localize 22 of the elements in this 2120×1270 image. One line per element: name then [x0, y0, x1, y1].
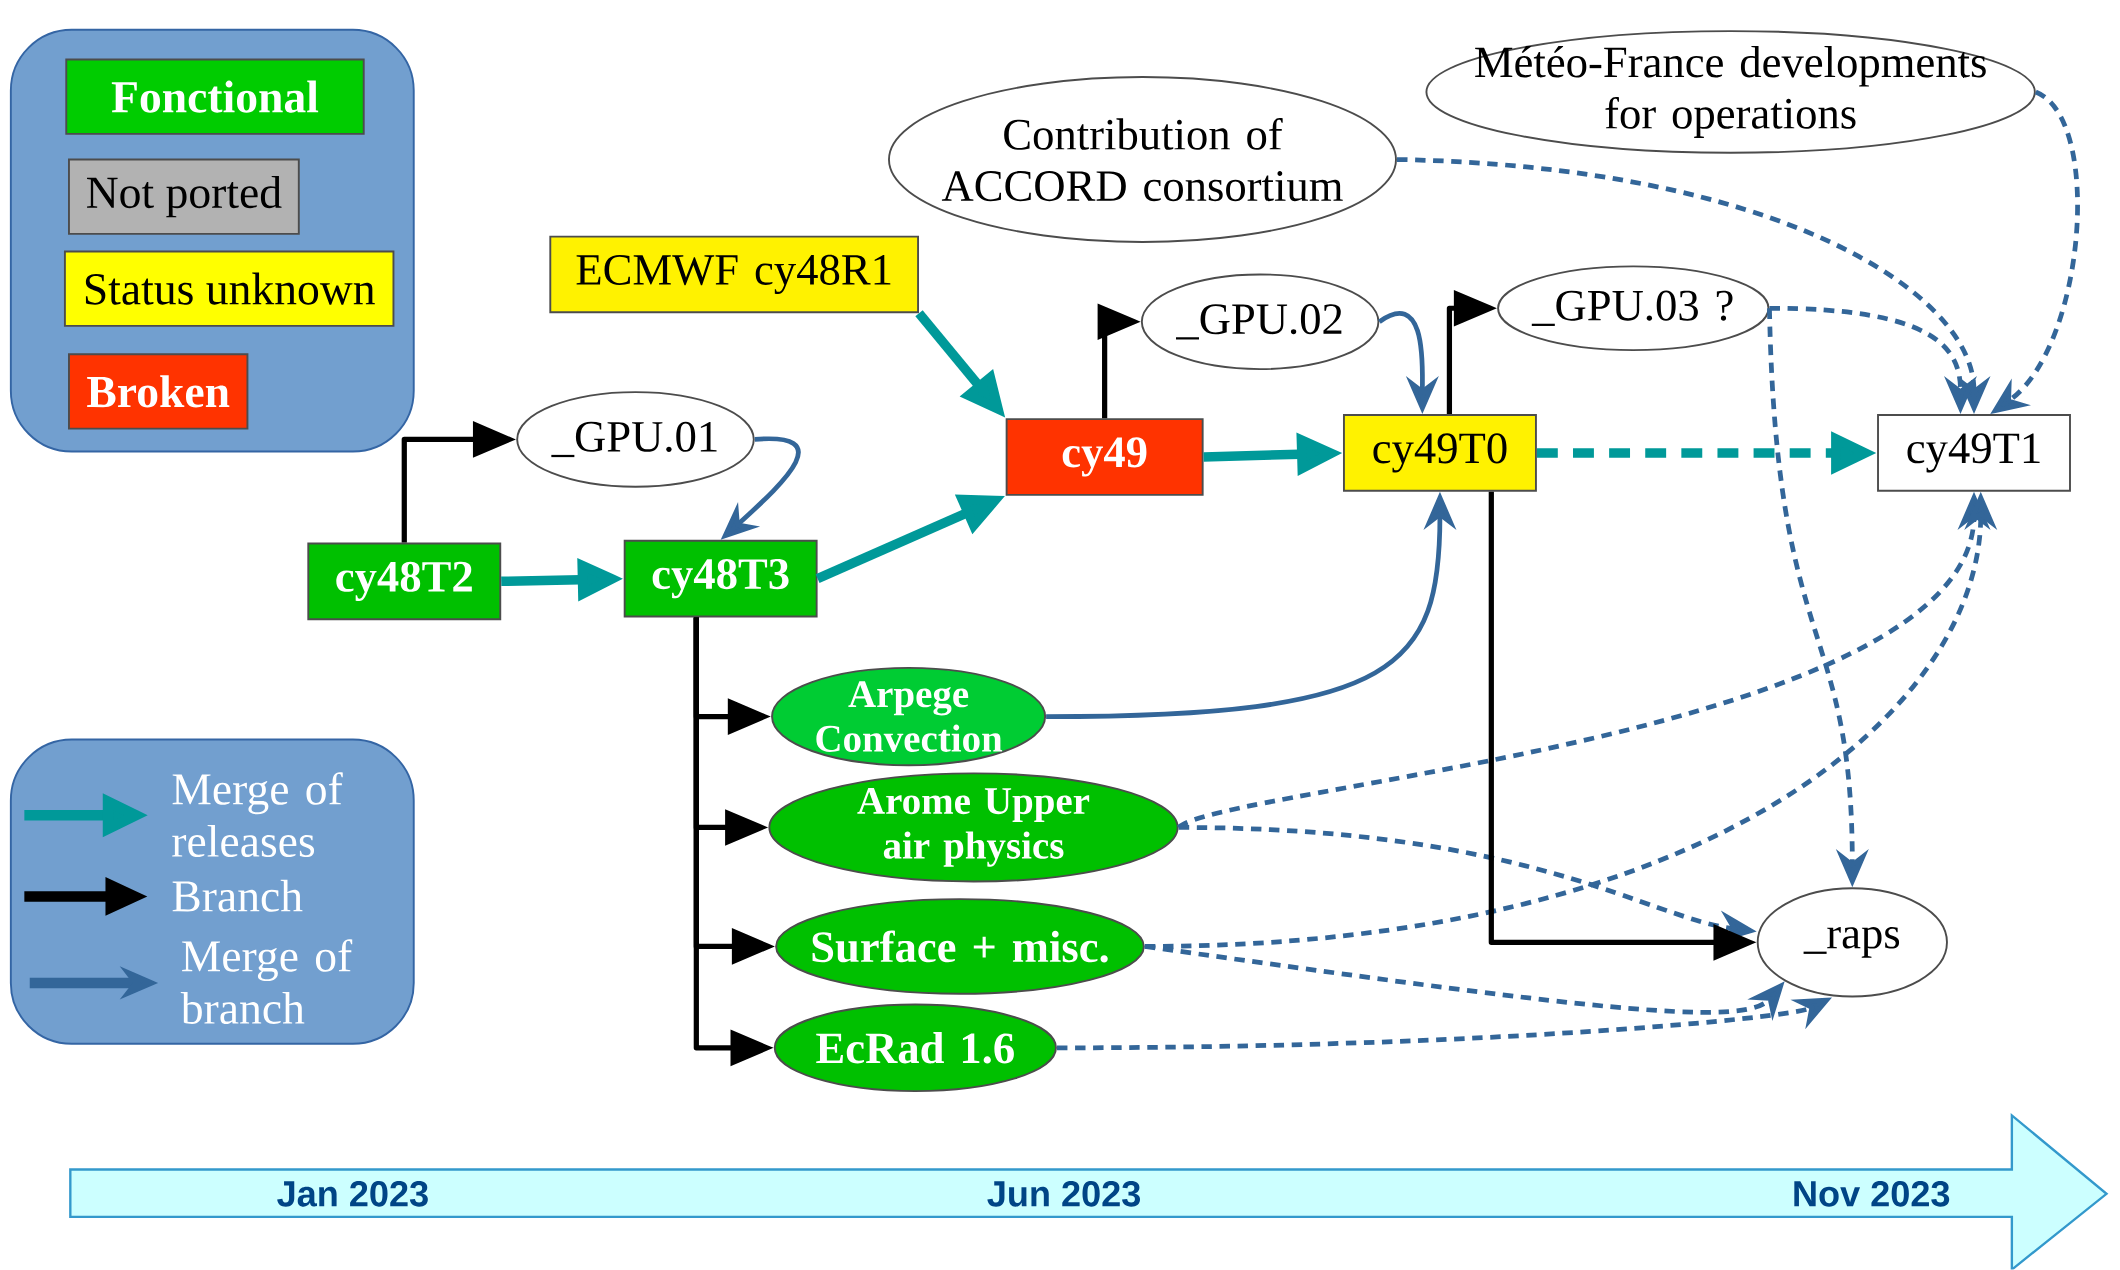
- version-box: ECMWF cy48R1: [549, 235, 919, 314]
- version-box: cy49T1: [1877, 414, 2071, 492]
- version-box: cy48T2: [307, 542, 502, 621]
- date-label: Jun 2023: [987, 1181, 1140, 1207]
- legend-label: Merge of branch: [180, 939, 353, 1025]
- ellipse-node: Contribution of ACCORD consortium: [888, 76, 1397, 244]
- ellipse-node: _GPU.01: [516, 391, 755, 488]
- ellipse-node: Arome Upper air physics: [768, 772, 1179, 883]
- legend-label: Merge of releases: [172, 772, 343, 858]
- date-label: Jan 2023: [277, 1181, 428, 1207]
- ellipse-node: EcRad 1.6: [773, 1003, 1057, 1093]
- version-box: cy49: [1005, 418, 1204, 496]
- ellipse-node: _raps: [1756, 887, 1948, 998]
- version-box: cy49T0: [1343, 414, 1537, 492]
- date-label: Nov 2023: [1794, 1181, 1950, 1207]
- ellipse-node: _GPU.02: [1140, 273, 1380, 371]
- ellipse-node: _GPU.03 ?: [1497, 265, 1770, 352]
- ellipse-node: Surface + misc.: [775, 898, 1145, 995]
- version-box: cy48T3: [623, 540, 818, 618]
- ellipse-node: Météo-France developments for operations: [1425, 30, 2036, 154]
- ellipse-node: Arpege Convection: [771, 667, 1047, 767]
- legend-label: Branch: [172, 879, 303, 912]
